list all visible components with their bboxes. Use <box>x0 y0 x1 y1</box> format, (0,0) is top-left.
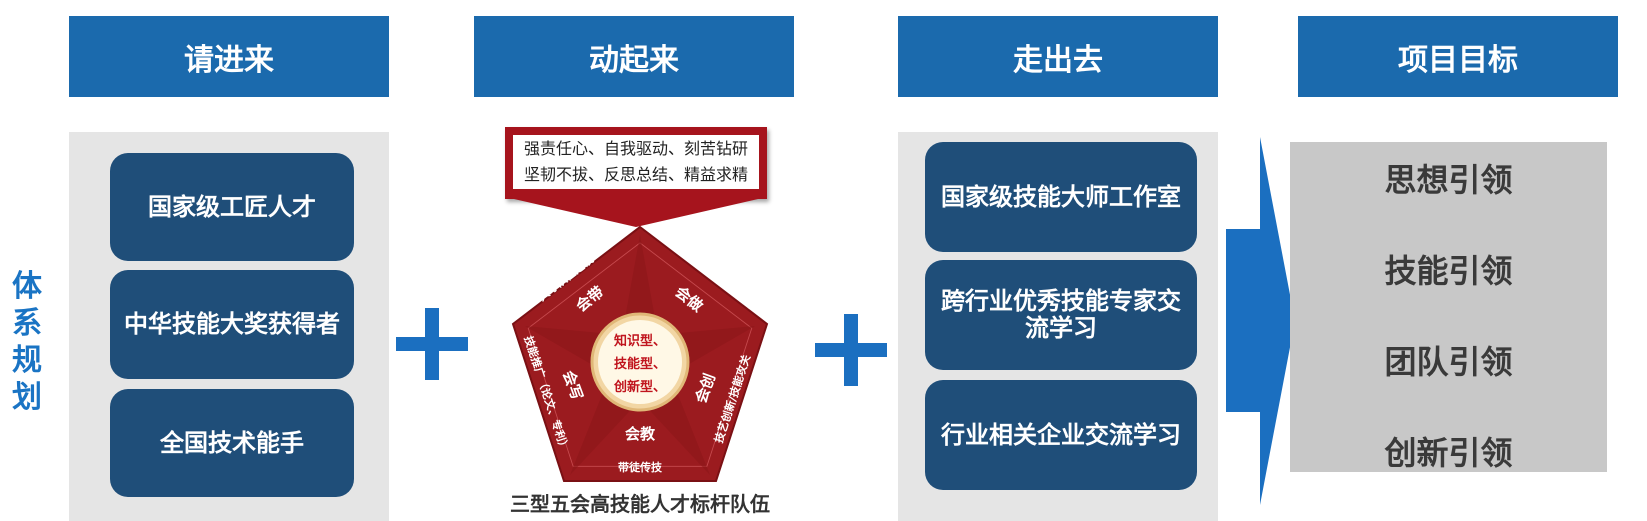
center-line-2: 技能型、 <box>614 356 666 372</box>
list-item: 跨行业优秀技能专家交流学习 <box>925 260 1197 370</box>
header-go-out: 走出去 <box>898 16 1218 97</box>
side-label: 体系规划 <box>8 268 46 416</box>
plus-icon <box>396 308 468 380</box>
list-item: 行业相关企业交流学习 <box>925 380 1197 490</box>
list-item: 全国技术能手 <box>110 389 354 497</box>
list-item: 国家级工匠人才 <box>110 153 354 261</box>
goal-item: 技能引领 <box>1384 252 1513 290</box>
pentagon-caption: 三型五会高技能人才标杆队伍 <box>510 492 770 516</box>
goal-item: 创新引领 <box>1384 434 1513 472</box>
inner-label-teach: 会教 <box>625 425 656 443</box>
goals-panel <box>1290 142 1607 472</box>
center-line-1: 知识型、 <box>614 333 666 349</box>
goal-item: 思想引领 <box>1384 161 1513 199</box>
list-item: 中华技能大奖获得者 <box>110 270 354 379</box>
outer-label-apprentice: 带徒传技 <box>618 460 663 474</box>
list-item: 国家级技能大师工作室 <box>925 142 1197 252</box>
arrow-right-icon <box>1226 137 1295 505</box>
header-invite-in: 请进来 <box>69 16 389 97</box>
center-line-3: 创新型、 <box>613 379 666 395</box>
pentagon-diagram: 知识型、 技能型、 创新型、 会带 会做 会创 会教 会写 人才队伍建设 技能支… <box>511 225 769 482</box>
motto-pointer-icon <box>505 197 767 227</box>
motto-line-2: 坚韧不拔、反思总结、精益求精 <box>523 165 748 184</box>
plus-icon <box>815 314 887 386</box>
header-project-goals: 项目目标 <box>1298 16 1618 97</box>
motto-box: 强责任心、自我驱动、刻苦钻研 坚韧不拔、反思总结、精益求精 <box>505 127 767 199</box>
motto-line-1: 强责任心、自我驱动、刻苦钻研 <box>523 139 748 158</box>
goal-item: 团队引领 <box>1384 343 1513 381</box>
header-get-moving: 动起来 <box>474 16 794 97</box>
side-label-text: 体系规划 <box>12 269 42 415</box>
